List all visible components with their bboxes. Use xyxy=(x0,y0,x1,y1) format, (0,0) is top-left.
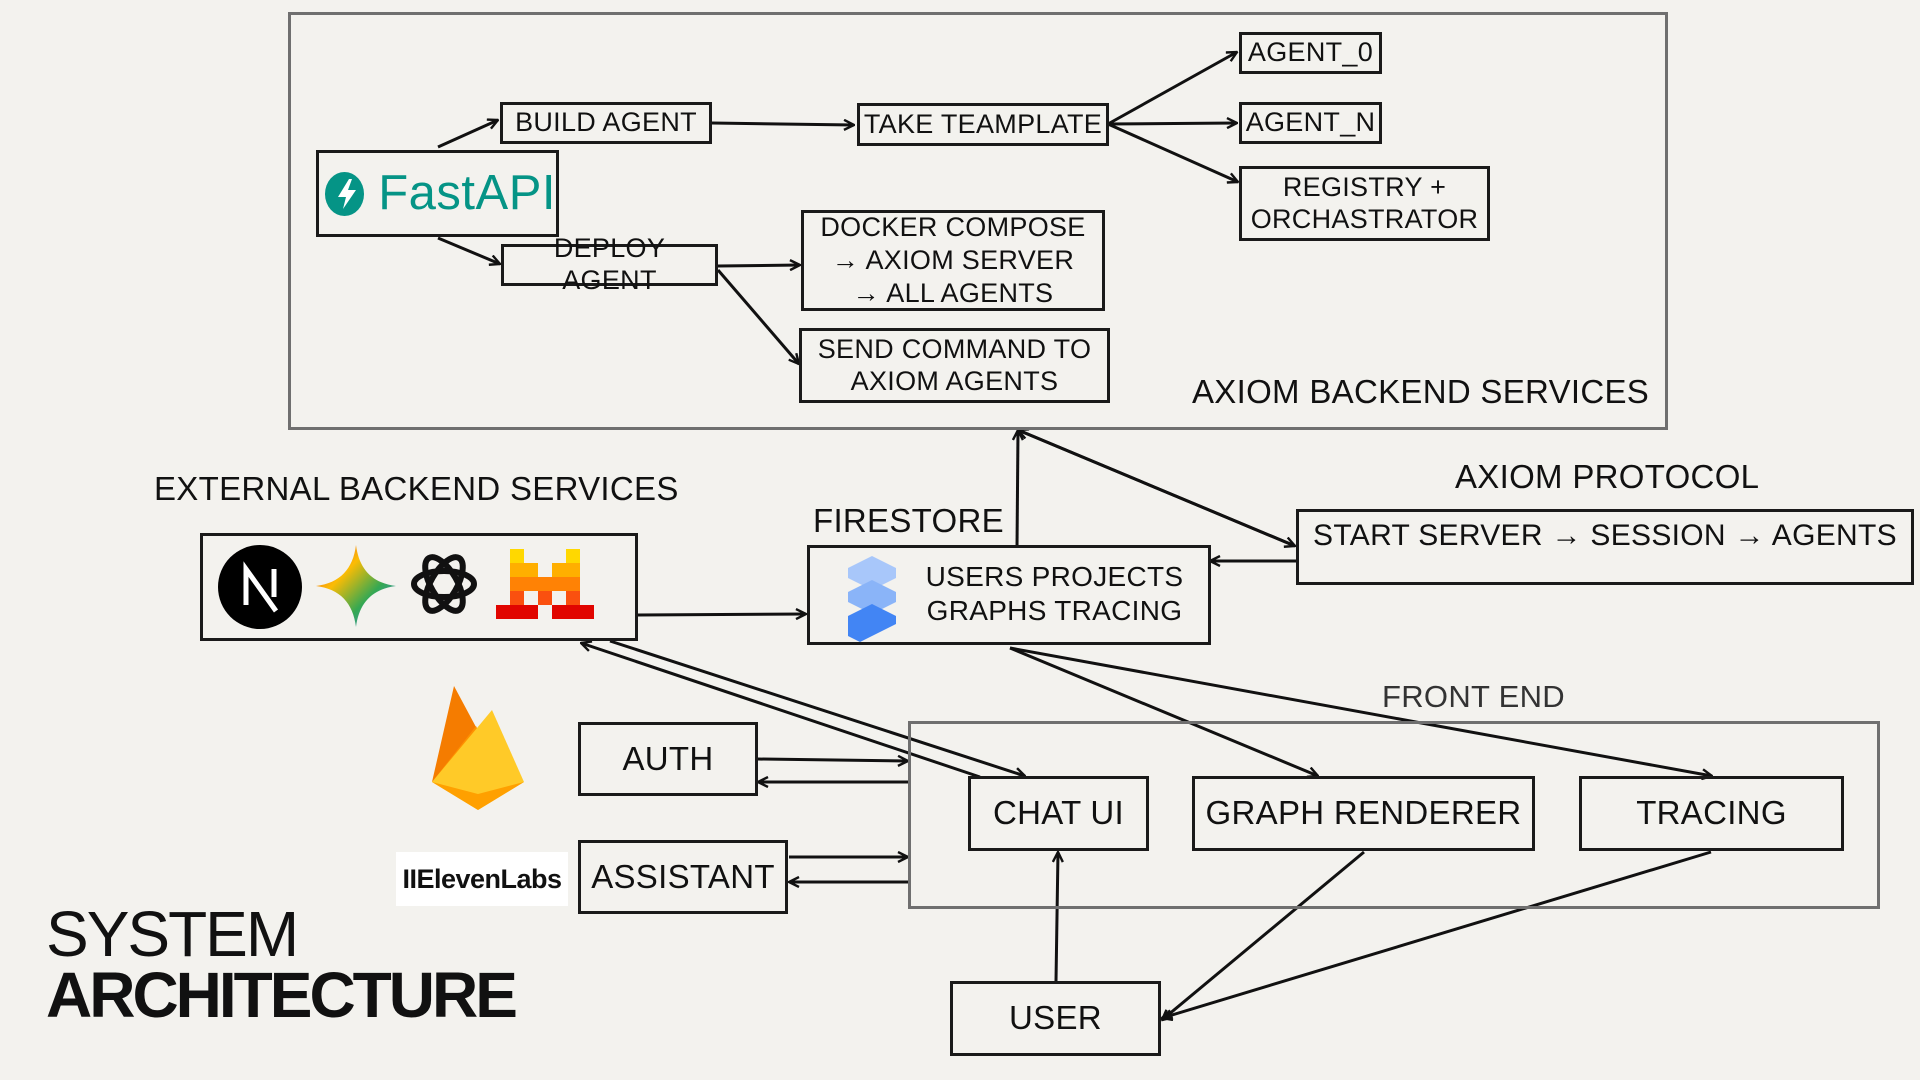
arrow-build-template xyxy=(711,123,854,125)
arrow-firestore-tracing xyxy=(1009,646,1712,776)
firestore-box xyxy=(807,545,1211,645)
protocol-text: START SERVER → SESSION → AGENTS xyxy=(1313,519,1897,552)
arrow-graph-user xyxy=(1162,850,1365,1020)
arrow-deploy-send xyxy=(716,269,799,364)
firestore-icon xyxy=(848,556,896,642)
elevenlabs-wordmark: IIElevenLabs xyxy=(402,863,562,894)
frontend-frame xyxy=(908,721,1880,909)
mistral-logo-icon xyxy=(496,549,594,619)
arrow-chat-external xyxy=(581,643,981,779)
user-box: USER xyxy=(950,981,1161,1056)
external-services-label: EXTERNAL BACKEND SERVICES xyxy=(154,470,679,507)
elevenlabs-logo: IIElevenLabs xyxy=(396,852,568,906)
send-command-box: SEND COMMAND TO AXIOM AGENTS xyxy=(799,328,1110,403)
agent-0-box: AGENT_0 xyxy=(1239,32,1382,74)
arrow-fastapi-deploy xyxy=(437,236,500,264)
protocol-box: START SERVER → SESSION → AGENTS xyxy=(1296,509,1914,585)
openai-logo-icon xyxy=(411,554,477,614)
title-line-1: SYSTEM xyxy=(46,898,299,970)
backend-services-frame xyxy=(288,12,1668,430)
gemini-logo-icon xyxy=(316,545,396,627)
external-services-box xyxy=(200,533,638,641)
graph-renderer-box: GRAPH RENDERER xyxy=(1192,776,1535,851)
docker-compose-box: DOCKER COMPOSE → AXIOM SERVER → ALL AGEN… xyxy=(801,210,1105,311)
title-line-2: ARCHITECTURE xyxy=(46,959,518,1032)
arrow-firestore-backend xyxy=(1017,430,1018,549)
arrow-user-chat xyxy=(1056,852,1058,982)
firebase-logo-icon xyxy=(432,686,524,810)
nextjs-logo-icon xyxy=(218,545,302,629)
take-template-box: TAKE TEAMPLATE xyxy=(857,103,1109,146)
fastapi-wordmark: FastAPI xyxy=(378,165,556,220)
tracing-box: TRACING xyxy=(1579,776,1844,851)
arrow-protocol-backend xyxy=(1018,430,1296,548)
registry-orchestrator-box: REGISTRY + ORCHASTRATOR xyxy=(1239,166,1490,241)
arrow-fastapi-build xyxy=(437,120,498,149)
fastapi-box: FastAPI xyxy=(316,150,559,237)
firestore-label: FIRESTORE xyxy=(813,502,1004,539)
arrow-template-agent0 xyxy=(1107,50,1237,126)
build-agent-box: BUILD AGENT xyxy=(500,102,712,144)
arrow-template-agentn xyxy=(1107,123,1237,124)
chat-ui-box: CHAT UI xyxy=(968,776,1149,851)
arrow-tracing-user xyxy=(1162,850,1712,1018)
arrow-auth-frontend xyxy=(757,759,908,761)
page-title: SYSTEM ARCHITECTURE xyxy=(46,898,518,1032)
backend-services-label: AXIOM BACKEND SERVICES xyxy=(1192,373,1650,410)
agent-n-box: AGENT_N xyxy=(1239,102,1382,144)
frontend-label: FRONT END xyxy=(1382,679,1565,714)
arrow-firestore-graph xyxy=(1009,646,1318,776)
assistant-box: ASSISTANT xyxy=(578,840,788,914)
auth-box: AUTH xyxy=(578,722,758,796)
arrow-external-chat xyxy=(609,639,1025,776)
arrow-external-firestore xyxy=(637,614,806,615)
fastapi-icon xyxy=(325,171,365,216)
arrow-deploy-docker xyxy=(717,265,800,266)
firestore-text: USERS PROJECTS GRAPHS TRACING xyxy=(925,561,1184,627)
deploy-agent-box: DEPLOY AGENT xyxy=(501,233,718,295)
protocol-label: AXIOM PROTOCOL xyxy=(1455,458,1760,495)
arrow-template-registry xyxy=(1107,122,1238,182)
